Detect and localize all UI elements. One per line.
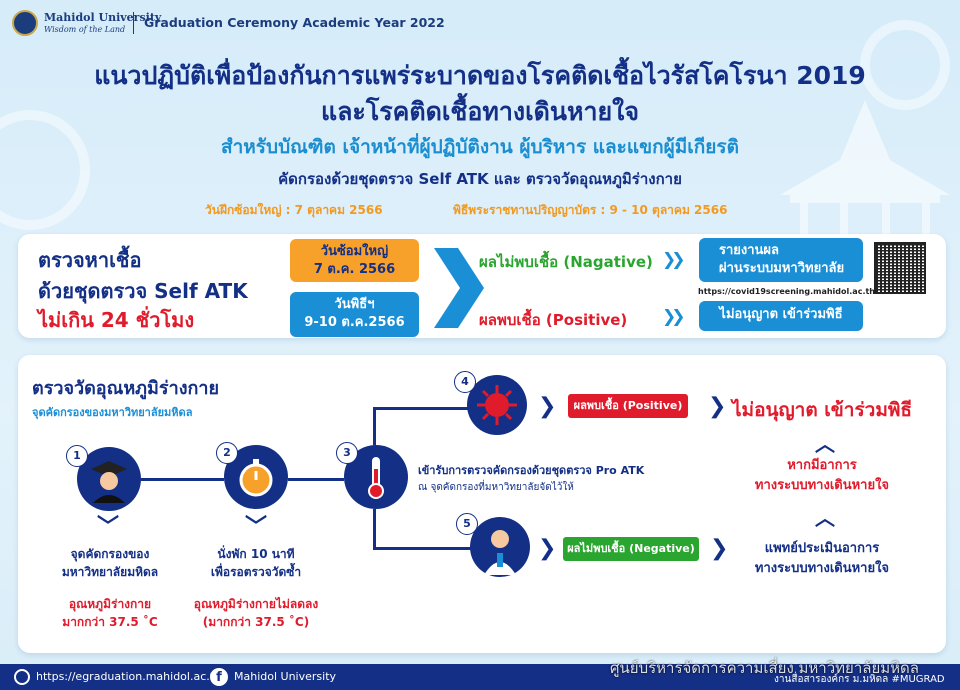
virus-icon (467, 375, 527, 435)
rehearsal-box-date: 7 ต.ค. 2566 (313, 262, 396, 277)
step-number: 1 (66, 445, 88, 467)
connector-line (373, 407, 473, 410)
step2-condition-line1: อุณหภูมิร่างกายไม่ลดลง (193, 597, 319, 611)
rehearsal-date: วันฝึกซ้อมใหญ่ : 7 ตุลาคม 2566 (205, 203, 383, 217)
screening-subtitle: คัดกรองด้วยชุดตรวจ Self ATK และ ตรวจวัดอ… (278, 170, 682, 188)
step-number: 4 (454, 371, 476, 393)
header-divider (133, 12, 134, 34)
atk-positive-result: ผลพบเชื้อ (Positive) (479, 311, 628, 329)
chevron-right-icon: ❯ (538, 394, 557, 419)
step1-condition-line2: มากกว่า 37.5 ˚C (62, 615, 158, 629)
doctor-line1: แพทย์ประเมินอาการ (764, 541, 880, 556)
background-virus-shape (860, 20, 950, 110)
symptom-line2: ทางระบบทางเดินหายใจ (754, 478, 890, 493)
step-number: 3 (336, 442, 358, 464)
not-allowed-text: ไม่อนุญาต เข้าร่วมพิธี (732, 399, 912, 421)
step-number: 5 (456, 513, 478, 535)
doctor-icon (470, 517, 530, 577)
pro-atk-instruction: เข้ารับการตรวจคัดกรองด้วยชุดตรวจ Pro ATK (418, 464, 645, 477)
step2-line2: เพื่อรอตรวจวัดซ้ำ (210, 565, 302, 579)
negative-pill: ผลไม่พบเชื้อ (Negative) (563, 537, 699, 561)
audience-subtitle: สำหรับบัณฑิต เจ้าหน้าที่ผู้ปฏิบัติงาน ผู… (221, 136, 739, 158)
atk-heading: ตรวจหาเชื้อ (38, 248, 142, 272)
big-chevron-icon (434, 248, 484, 328)
chevron-right-icon: ❯ (708, 394, 727, 419)
report-box: รายงานผล ผ่านระบบมหาวิทยาลัย (699, 238, 863, 282)
ceremony-box-date: 9-10 ต.ค.2566 (304, 315, 405, 330)
event-title: Graduation Ceremony Academic Year 2022 (144, 15, 445, 30)
globe-icon (14, 669, 30, 685)
stopwatch-icon (224, 445, 288, 509)
atk-negative-result: ผลไม่พบเชื้อ (Nagative) (479, 253, 653, 271)
step2-condition-line2: (มากกว่า 37.5 ˚C) (202, 615, 310, 629)
temperature-subheading: จุดคัดกรองของมหาวิทยาลัยมหิดล (32, 406, 193, 419)
step1-label: จุดคัดกรองของ มหาวิทยาลัยมหิดล (40, 545, 180, 581)
main-title-line2: และโรคติดเชื้อทางเดินหายใจ (320, 97, 640, 126)
symptom-note: หากมีอาการ ทางระบบทางเดินหายใจ (732, 456, 912, 496)
doctor-line2: ทางระบบทางเดินหายใจ (754, 561, 890, 576)
chevron-up-icon: ︿ (815, 432, 835, 456)
atk-time-limit: ไม่เกิน 24 ชั่วโมง (38, 308, 195, 332)
watermark-text: ศูนย์บริหารจัดการความเสี่ยง มหาวิทยาลัยม… (610, 659, 919, 677)
rehearsal-label: วันซ้อมใหญ่ (320, 244, 389, 259)
report-line2: ผ่านระบบมหาวิทยาลัย (719, 261, 845, 276)
report-line1: รายงานผล (719, 243, 780, 258)
positive-pill: ผลพบเชื้อ (Positive) (568, 394, 688, 418)
double-chevron-icon: ❯❯ (662, 307, 685, 327)
university-seal-logo (12, 10, 38, 36)
ceremony-date: พิธีพระราชทานปริญญาบัตร : 9 - 10 ตุลาคม … (453, 203, 728, 217)
report-url-link[interactable]: https://covid19screening.mahidol.ac.th (698, 287, 876, 296)
connector-line (373, 407, 376, 445)
chevron-right-icon: ❯ (538, 536, 557, 561)
double-chevron-icon: ❯❯ (662, 250, 685, 270)
not-allowed-box: ไม่อนุญาต เข้าร่วมพิธี (699, 301, 863, 331)
doctor-assessment: แพทย์ประเมินอาการ ทางระบบทางเดินหายใจ (732, 539, 912, 579)
facebook-icon[interactable]: f (210, 668, 228, 686)
pro-atk-location: ณ จุดคัดกรองที่มหาวิทยาลัยจัดไว้ให้ (418, 482, 574, 493)
step2-condition: อุณหภูมิร่างกายไม่ลดลง (มากกว่า 37.5 ˚C) (176, 595, 336, 631)
chevron-down-icon: ﹀ (96, 515, 119, 540)
connector-line (141, 478, 224, 481)
connector-line (288, 478, 344, 481)
rehearsal-box: วันซ้อมใหญ่ 7 ต.ค. 2566 (290, 239, 419, 282)
step2-label: นั่งพัก 10 นาที เพื่อรอตรวจวัดซ้ำ (186, 545, 326, 581)
main-title-line1: แนวปฏิบัติเพื่อป้องกันการแพร่ระบาดของโรค… (94, 61, 866, 90)
org-motto: Wisdom of the Land (44, 25, 126, 34)
atk-heading-2: ด้วยชุดตรวจ Self ATK (38, 279, 248, 303)
connector-line (373, 547, 473, 550)
pavilion-illustration (780, 100, 950, 240)
symptom-line1: หากมีอาการ (787, 458, 857, 473)
temperature-heading: ตรวจวัดอุณหภูมิร่างกาย (32, 378, 220, 399)
org-name: Mahidol University (44, 11, 162, 24)
qr-code[interactable] (874, 242, 926, 294)
step1-line1: จุดคัดกรองของ (70, 547, 150, 561)
website-link[interactable]: https://egraduation.mahidol.ac.th (36, 670, 222, 683)
step-number: 2 (216, 442, 238, 464)
facebook-page-link[interactable]: Mahidol University (234, 670, 337, 683)
chevron-up-icon: ︿ (815, 506, 835, 530)
footer-tagline: งานสื่อสารองค์กร ม.มหิดล #MUGRAD (774, 674, 945, 685)
background-virus-shape (0, 110, 90, 230)
connector-line (373, 509, 376, 549)
step2-line1: นั่งพัก 10 นาที (217, 547, 295, 561)
step1-condition-line1: อุณหภูมิร่างกาย (68, 597, 152, 611)
chevron-down-icon: ﹀ (244, 515, 267, 540)
ceremony-label: วันพิธีฯ (334, 297, 375, 312)
ceremony-box: วันพิธีฯ 9-10 ต.ค.2566 (290, 292, 419, 337)
chevron-right-icon: ❯ (710, 536, 729, 561)
footer-bar (0, 664, 960, 690)
step1-line2: มหาวิทยาลัยมหิดล (61, 565, 159, 579)
step1-condition: อุณหภูมิร่างกาย มากกว่า 37.5 ˚C (40, 595, 180, 631)
